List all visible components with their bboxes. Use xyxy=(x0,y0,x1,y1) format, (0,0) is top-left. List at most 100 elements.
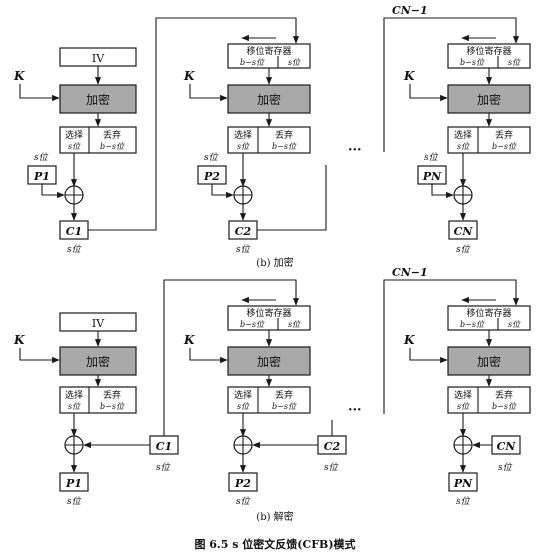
shift-register-left: b−s位 xyxy=(240,320,265,329)
encrypt-label: 加密 xyxy=(257,92,281,107)
discard-title: 丢弃 xyxy=(103,129,121,141)
ciphertext-label: CN xyxy=(497,440,517,453)
key-label: K xyxy=(13,69,25,83)
discard-title: 丢弃 xyxy=(275,389,293,401)
encrypt-label: 加密 xyxy=(257,354,281,369)
discard-title: 丢弃 xyxy=(495,129,513,141)
decryption-caption: (b) 解密 xyxy=(256,510,293,523)
shift-register-right: s位 xyxy=(288,58,301,67)
encrypt-label: 加密 xyxy=(477,354,501,369)
shift-register-title: 移位寄存器 xyxy=(246,45,291,57)
shift-register-right: s位 xyxy=(288,320,301,329)
decryption-section: IV 加密 K 选择 s位 丢弃 b−s位 C1 s位 P1 s位 xyxy=(13,266,531,523)
shift-register-title: 移位寄存器 xyxy=(466,307,511,319)
shift-register-title: 移位寄存器 xyxy=(246,307,291,319)
select-discard-box xyxy=(447,126,531,154)
key-label: K xyxy=(183,333,195,347)
ciphertext-label: C2 xyxy=(235,225,252,238)
encrypt-block xyxy=(227,84,311,114)
discard-sub: b−s位 xyxy=(100,142,125,151)
encrypt-label: 加密 xyxy=(86,354,110,369)
plaintext-label: PN xyxy=(422,170,442,183)
plaintext-label: P2 xyxy=(234,477,251,490)
key-label: K xyxy=(403,333,415,347)
key-label: K xyxy=(183,69,195,83)
select-sub: s位 xyxy=(237,402,250,411)
plaintext-label: P1 xyxy=(65,477,82,490)
discard-sub: b−s位 xyxy=(492,402,517,411)
s-bits-out-label: s位 xyxy=(236,496,251,507)
s-bits-label: s位 xyxy=(34,152,49,163)
discard-title: 丢弃 xyxy=(495,389,513,401)
s-bits-label: s位 xyxy=(324,462,339,473)
encryption-section: IV 加密 K 选择 s位 丢弃 b−s位 s位 P1 C1 s位 xyxy=(13,4,531,269)
ciphertext-box xyxy=(448,220,478,240)
shift-register-box xyxy=(227,43,311,69)
select-sub: s位 xyxy=(237,142,250,151)
key-label: K xyxy=(13,333,25,347)
enc-stage-2: 移位寄存器 b−s位 s位 加密 K 选择 s位 丢弃 b−s位 s位 P2 xyxy=(183,34,327,255)
select-sub: s位 xyxy=(68,142,81,151)
iv-label: IV xyxy=(92,317,105,330)
s-bits-label: s位 xyxy=(204,152,219,163)
discard-title: 丢弃 xyxy=(103,389,121,401)
ciphertext-label: C1 xyxy=(156,440,172,453)
discard-sub: b−s位 xyxy=(272,402,297,411)
select-title: 选择 xyxy=(65,389,83,401)
enc-stage-n: CN−1 移位寄存器 b−s位 s位 加密 K 选择 s位 丢弃 b−s位 s位… xyxy=(383,4,531,255)
encrypt-block xyxy=(59,346,137,376)
dec-stage-1: IV 加密 K 选择 s位 丢弃 b−s位 C1 s位 P1 s位 xyxy=(13,279,300,507)
shift-register-right: s位 xyxy=(508,58,521,67)
select-title: 选择 xyxy=(454,389,472,401)
s-bits-label: s位 xyxy=(498,462,513,473)
ellipsis: ··· xyxy=(348,403,362,418)
plaintext-box xyxy=(228,472,258,492)
s-bits-label: s位 xyxy=(424,152,439,163)
s-bits-out-label: s位 xyxy=(236,244,251,255)
iv-label: IV xyxy=(92,52,105,65)
key-label: K xyxy=(403,69,415,83)
ellipsis: ··· xyxy=(348,143,362,158)
ciphertext-label: CN xyxy=(454,225,474,238)
enc-stage-1: IV 加密 K 选择 s位 丢弃 b−s位 s位 P1 C1 s位 xyxy=(13,17,300,255)
encrypt-label: 加密 xyxy=(477,92,501,107)
select-discard-box xyxy=(447,386,531,414)
shift-register-right: s位 xyxy=(508,320,521,329)
s-bits-out-label: s位 xyxy=(456,244,471,255)
ciphertext-label: C2 xyxy=(324,440,341,453)
select-discard-box xyxy=(59,126,137,154)
ciphertext-label: C1 xyxy=(66,225,82,238)
shift-register-left: b−s位 xyxy=(240,58,265,67)
dec-stage-2: 移位寄存器 b−s位 s位 加密 K 选择 s位 丢弃 b−s位 C2 s位 xyxy=(183,296,347,507)
shift-register-left: b−s位 xyxy=(460,58,485,67)
select-title: 选择 xyxy=(65,129,83,141)
select-discard-box xyxy=(227,386,311,414)
shift-register-box xyxy=(227,305,311,331)
plaintext-label: PN xyxy=(453,477,473,490)
select-title: 选择 xyxy=(454,129,472,141)
plaintext-label: P2 xyxy=(203,170,220,183)
discard-sub: b−s位 xyxy=(272,142,297,151)
discard-title: 丢弃 xyxy=(275,129,293,141)
shift-register-left: b−s位 xyxy=(460,320,485,329)
select-title: 选择 xyxy=(234,389,252,401)
s-bits-out-label: s位 xyxy=(67,496,82,507)
s-bits-out-label: s位 xyxy=(67,244,82,255)
select-discard-box xyxy=(227,126,311,154)
select-sub: s位 xyxy=(457,142,470,151)
plaintext-box xyxy=(448,472,478,492)
encryption-caption: (b) 加密 xyxy=(256,256,293,269)
plaintext-box xyxy=(59,472,89,492)
feedback-label: CN−1 xyxy=(392,4,428,17)
shift-register-title: 移位寄存器 xyxy=(466,45,511,57)
feedback-label: CN−1 xyxy=(392,266,428,279)
select-title: 选择 xyxy=(234,129,252,141)
shift-register-box xyxy=(447,43,531,69)
discard-sub: b−s位 xyxy=(100,402,125,411)
select-sub: s位 xyxy=(68,402,81,411)
encrypt-block xyxy=(447,84,531,114)
s-bits-label: s位 xyxy=(156,462,171,473)
encrypt-block xyxy=(447,346,531,376)
